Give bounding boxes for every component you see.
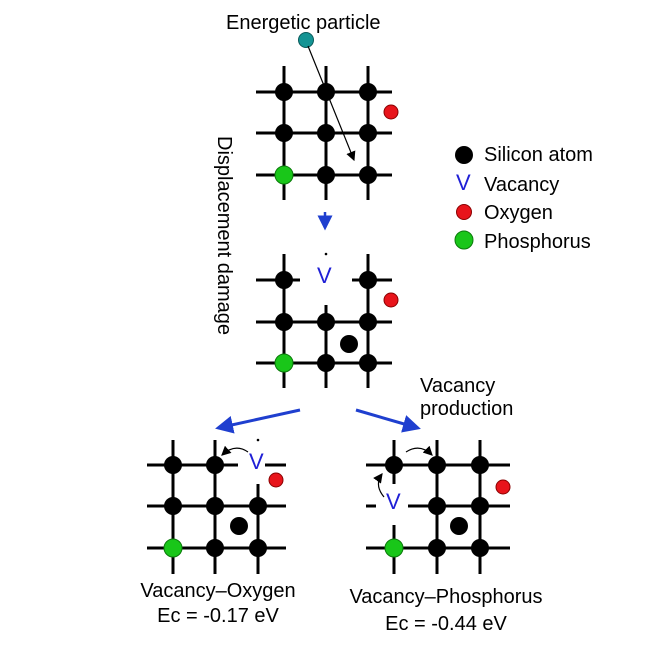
vacancy-oxygen-energy: Ec = -0.17 eV bbox=[157, 605, 279, 627]
arrow-to-vacancy-phosphorus bbox=[355, 408, 421, 433]
energetic-particle-dot bbox=[298, 32, 314, 48]
silicon-atom bbox=[471, 497, 489, 515]
interstitial-silicon-atom bbox=[450, 517, 468, 535]
vacancy-oxygen-name: Vacancy–Oxygen bbox=[140, 580, 295, 602]
vacancy-production-line1: Vacancy bbox=[420, 375, 495, 397]
silicon-atom bbox=[206, 539, 224, 557]
displacement-damage-label: Displacement damage bbox=[213, 136, 235, 335]
silicon-atom bbox=[249, 497, 267, 515]
vacancy-marker: V bbox=[317, 263, 332, 288]
legend-oxygen-label: Oxygen bbox=[484, 202, 553, 224]
silicon-atom bbox=[206, 456, 224, 474]
legend-silicon-label: Silicon atom bbox=[484, 144, 593, 166]
silicon-atom bbox=[428, 539, 446, 557]
lattice-vacancy-oxygen-atoms bbox=[163, 456, 284, 558]
oxygen-atom bbox=[383, 292, 399, 308]
silicon-atom bbox=[317, 354, 335, 372]
bond-stub-dot bbox=[256, 438, 260, 442]
vacancy-phosphorus-energy: Ec = -0.44 eV bbox=[385, 613, 507, 635]
legend-vacancy-label: Vacancy bbox=[484, 174, 559, 196]
silicon-atom bbox=[359, 313, 377, 331]
silicon-atom bbox=[317, 313, 335, 331]
phosphorus-atom bbox=[274, 353, 294, 373]
silicon-atom bbox=[359, 83, 377, 101]
legend-phosphorus-label: Phosphorus bbox=[484, 231, 591, 253]
legend-vacancy-icon: V bbox=[456, 170, 471, 195]
silicon-atom bbox=[249, 539, 267, 557]
lattice-vacancy-phosphorus-atoms bbox=[384, 456, 511, 558]
energetic-particle-label: Energetic particle bbox=[226, 12, 381, 34]
lattice-intact-atoms bbox=[274, 83, 399, 185]
silicon-atom bbox=[471, 456, 489, 474]
silicon-atom bbox=[206, 497, 224, 515]
interstitial-silicon-atom bbox=[230, 517, 248, 535]
silicon-atom bbox=[164, 456, 182, 474]
silicon-atom bbox=[275, 271, 293, 289]
silicon-atom bbox=[385, 456, 403, 474]
silicon-atom bbox=[359, 271, 377, 289]
silicon-atom bbox=[359, 124, 377, 142]
silicon-atom bbox=[317, 124, 335, 142]
silicon-atom bbox=[317, 166, 335, 184]
vacancy-production-line2: production bbox=[420, 398, 513, 420]
oxygen-atom bbox=[383, 104, 399, 120]
vacancy-phosphorus-name: Vacancy–Phosphorus bbox=[349, 586, 542, 608]
particle-trajectory-arrow bbox=[307, 45, 356, 162]
vacancy-marker-vp: V bbox=[386, 489, 401, 514]
silicon-atom bbox=[359, 166, 377, 184]
legend-phosphorus-icon bbox=[454, 230, 474, 250]
vp-migration-arrow-top bbox=[405, 445, 433, 456]
vp-migration-arrow-side bbox=[373, 473, 385, 498]
legend-silicon-icon bbox=[455, 146, 473, 164]
phosphorus-atom bbox=[163, 538, 183, 558]
silicon-atom bbox=[164, 497, 182, 515]
legend: Silicon atom V Vacancy Oxygen Phosphorus bbox=[454, 144, 593, 253]
interstitial-silicon-atom bbox=[340, 335, 358, 353]
silicon-atom bbox=[317, 83, 335, 101]
bond-stub-dot bbox=[324, 252, 328, 256]
silicon-atom bbox=[428, 456, 446, 474]
silicon-atom bbox=[471, 539, 489, 557]
silicon-atom bbox=[275, 313, 293, 331]
silicon-atom bbox=[428, 497, 446, 515]
oxygen-atom bbox=[268, 472, 284, 488]
vacancy-marker-vo: V bbox=[249, 449, 264, 474]
vo-migration-arrow bbox=[221, 445, 249, 456]
silicon-atom bbox=[275, 83, 293, 101]
lattice-displaced-atoms bbox=[274, 271, 399, 373]
phosphorus-atom bbox=[274, 165, 294, 185]
arrow-to-vacancy-oxygen bbox=[215, 408, 301, 434]
phosphorus-atom bbox=[384, 538, 404, 558]
oxygen-atom bbox=[495, 479, 511, 495]
legend-oxygen-icon bbox=[456, 204, 472, 220]
silicon-atom bbox=[275, 124, 293, 142]
silicon-atom bbox=[359, 354, 377, 372]
